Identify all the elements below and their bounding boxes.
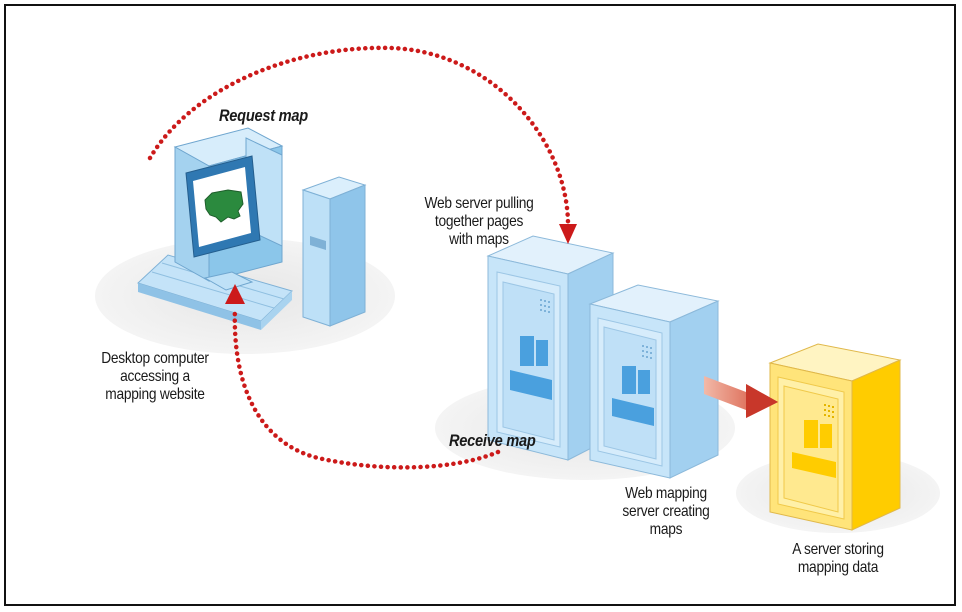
data-flow-arrow-icon [704,376,778,418]
data-server-icon [768,343,902,531]
request-arrowhead-icon [559,224,577,244]
desktop-computer-icon [137,127,367,330]
tower-icon [301,176,367,327]
request-map-label: Request map [219,106,308,125]
web-server-icon [486,235,615,461]
receive-arrowhead-icon [225,284,245,304]
keyboard-icon [137,254,293,330]
desktop-computer-label: Desktop computer accessing a mapping web… [101,350,209,403]
receive-map-dotted-arrow [232,305,501,470]
monitor-icon [173,127,284,291]
web-server-label: Web server pulling together pages with m… [424,195,534,248]
web-mapping-server-icon [588,284,720,479]
request-map-dotted-arrow [147,45,571,225]
usa-map-icon [204,189,244,223]
web-mapping-server-label: Web mapping server creating maps [622,485,710,538]
data-server-label: A server storing mapping data [792,541,884,576]
receive-map-label: Receive map [449,431,536,450]
